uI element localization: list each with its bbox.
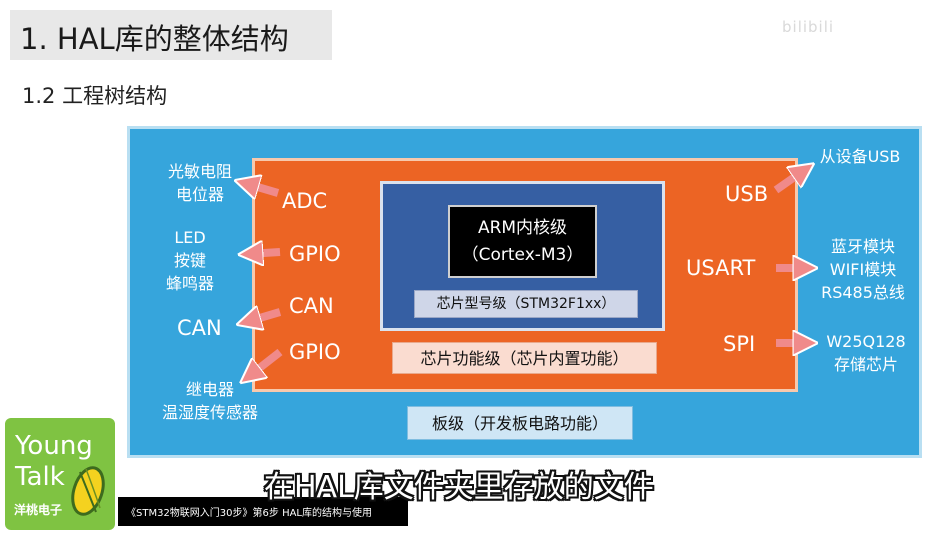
logo-text-talk: Talk [15,462,65,492]
arrow-adc [244,183,280,193]
ext-gpio-line1: LED [174,228,206,247]
port-usart: USART [686,256,756,280]
logo-text-young: Young [15,431,93,461]
ext-usb-device: 从设备USB [819,147,901,166]
port-gpio: GPIO [289,242,341,266]
ext-gpio2-devices: 继电器 温湿度传感器 [150,378,270,424]
arrow-gpio2 [248,348,283,377]
starfruit-icon [71,466,105,516]
port-usb: USB [725,182,769,206]
chip-type-label: 芯片型号级（STM32F1xx） [414,290,638,318]
ext-gpio-line3: 蜂鸣器 [165,274,214,293]
ext-spi-line1: W25Q128 [826,332,906,351]
port-spi: SPI [723,332,756,356]
port-gpio-2: GPIO [289,340,341,364]
port-adc: ADC [282,189,328,213]
video-caption-text: 《STM32物联网入门30步》第6步 HAL库的结构与使用 [126,508,373,519]
page-title: 1. HAL库的整体结构 [20,22,289,56]
ext-usart-devices: 蓝牙模块 WIFI模块 RS485总线 [810,235,916,304]
ext-usart-line1: 蓝牙模块 [830,237,895,256]
ext-spi-line2: 存储芯片 [833,355,898,374]
video-caption-bar [118,497,408,526]
arm-core-sublabel: （Cortex-M3） [461,245,584,265]
ext-adc-line1: 光敏电阻 [167,162,232,181]
bilibili-watermark: bilibili [782,18,835,36]
board-level-label: 板级（开发板电路功能） [407,406,633,440]
ext-gpio2-line1: 继电器 [185,380,234,399]
ext-can-bus: CAN [177,316,222,340]
ext-gpio-line2: 按键 [173,251,206,270]
ext-gpio-devices: LED 按键 蜂鸣器 [150,226,230,295]
ext-adc-devices: 光敏电阻 电位器 [160,160,240,206]
ext-usart-line2: WIFI模块 [829,260,897,279]
logo-text-cn: 洋桃电子 [14,503,63,517]
arm-core-label: ARM内核级 [477,218,568,238]
ext-adc-line2: 电位器 [175,185,224,204]
chip-function-label: 芯片功能级（芯片内置功能） [392,342,657,374]
arm-core-box: ARM内核级 （Cortex-M3） [448,205,597,278]
video-subtitle: 在HAL库文件夹里存放的文件 [264,470,654,505]
section-subtitle: 1.2 工程树结构 [22,84,168,108]
ext-spi-devices: W25Q128 存储芯片 [816,330,916,376]
ext-gpio2-line2: 温湿度传感器 [161,403,258,422]
arrow-can [246,312,282,322]
ext-usart-line3: RS485总线 [821,283,905,302]
title-bar [10,10,332,60]
port-can: CAN [289,294,334,318]
arrow-gpio [248,252,281,254]
arrow-usb [773,169,806,194]
